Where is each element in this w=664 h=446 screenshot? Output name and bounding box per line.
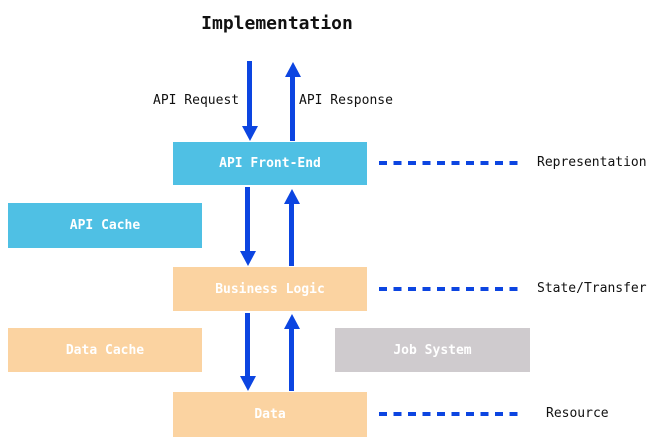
arrow-line [247, 61, 252, 127]
arrow-head-up-icon [284, 189, 300, 204]
box-api-cache: API Cache [8, 203, 202, 248]
arrow-head-down-icon [242, 126, 258, 141]
arrow-line [289, 328, 294, 391]
arrow-head-up-icon [285, 62, 301, 77]
box-api-cache-label: API Cache [69, 218, 141, 233]
box-data-label: Data [254, 407, 286, 422]
arrow-line [290, 76, 295, 141]
dashed-line-representation [379, 161, 521, 165]
api-request-label: API Request [153, 93, 240, 108]
arrow-head-up-icon [284, 314, 300, 329]
box-job-system: Job System [335, 328, 530, 372]
box-api-front-end-label: API Front-End [219, 156, 321, 171]
arrow-line [289, 203, 294, 266]
box-business-logic: Business Logic [173, 267, 367, 311]
label-state-transfer: State/Transfer [537, 281, 647, 296]
diagram-title: Implementation [201, 13, 353, 34]
box-business-logic-label: Business Logic [215, 281, 325, 297]
arrow-head-down-icon [240, 376, 256, 391]
dashed-line-resource [379, 412, 521, 416]
box-data-cache: Data Cache [8, 328, 202, 372]
api-response-label: API Response [299, 93, 393, 108]
arrow-head-down-icon [240, 251, 256, 266]
box-api-front-end: API Front-End [173, 142, 367, 185]
arrow-line [245, 313, 250, 377]
box-data-cache-label: Data Cache [65, 342, 145, 358]
label-representation: Representation [537, 155, 647, 170]
box-job-system-label: Job System [393, 342, 472, 358]
label-resource: Resource [546, 406, 609, 421]
dashed-line-state-transfer [379, 287, 521, 291]
box-data: Data [173, 392, 367, 437]
arrow-line [245, 187, 250, 252]
